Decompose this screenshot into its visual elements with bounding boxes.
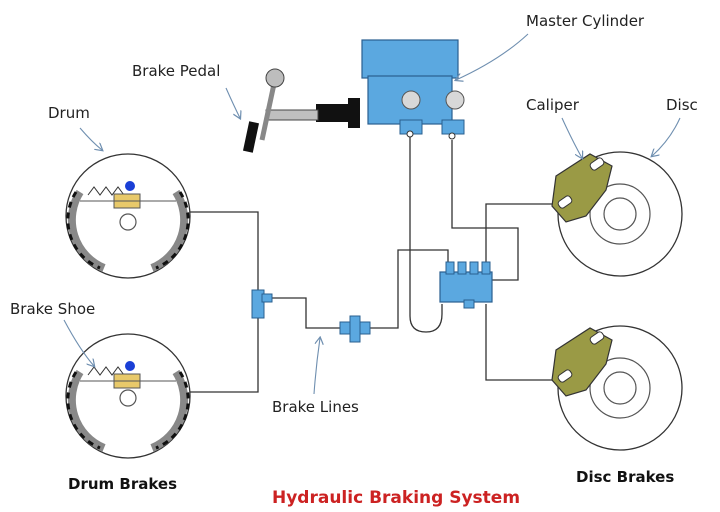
master-cylinder-label: Master Cylinder <box>526 12 645 30</box>
caliper-label: Caliper <box>526 96 580 114</box>
brake-shoe-label: Brake Shoe <box>10 300 95 318</box>
brake-lines-label: Brake Lines <box>272 398 359 416</box>
disc-label: Disc <box>666 96 698 114</box>
caliper-pointer <box>561 117 582 158</box>
disc-pointer <box>652 117 681 156</box>
master-cylinder <box>316 39 465 140</box>
disc-brake-upper <box>551 151 683 277</box>
drum-label: Drum <box>48 104 90 122</box>
drum-brakes-label: Drum Brakes <box>68 475 177 493</box>
label-pointers <box>63 33 681 395</box>
brake-pedal-label: Brake Pedal <box>132 62 220 80</box>
brake-pedal <box>242 68 319 153</box>
brake-lines-piping <box>188 136 556 393</box>
brake-line-junction <box>251 289 273 319</box>
brake-lines-pointer <box>313 338 320 395</box>
disc-brakes-label: Disc Brakes <box>576 468 674 486</box>
diagram-title: Hydraulic Braking System <box>272 488 520 508</box>
drum-pointer <box>79 127 102 150</box>
brake-pedal-pointer <box>225 87 240 118</box>
drum-brake-lower <box>65 333 191 459</box>
brake-shoe-pointer <box>63 319 94 366</box>
master-cylinder-pointer <box>456 33 529 80</box>
proportioning-valve <box>439 261 493 309</box>
disc-brake-lower <box>551 325 683 451</box>
drum-brake-upper <box>65 153 191 279</box>
inline-valve <box>339 315 371 343</box>
